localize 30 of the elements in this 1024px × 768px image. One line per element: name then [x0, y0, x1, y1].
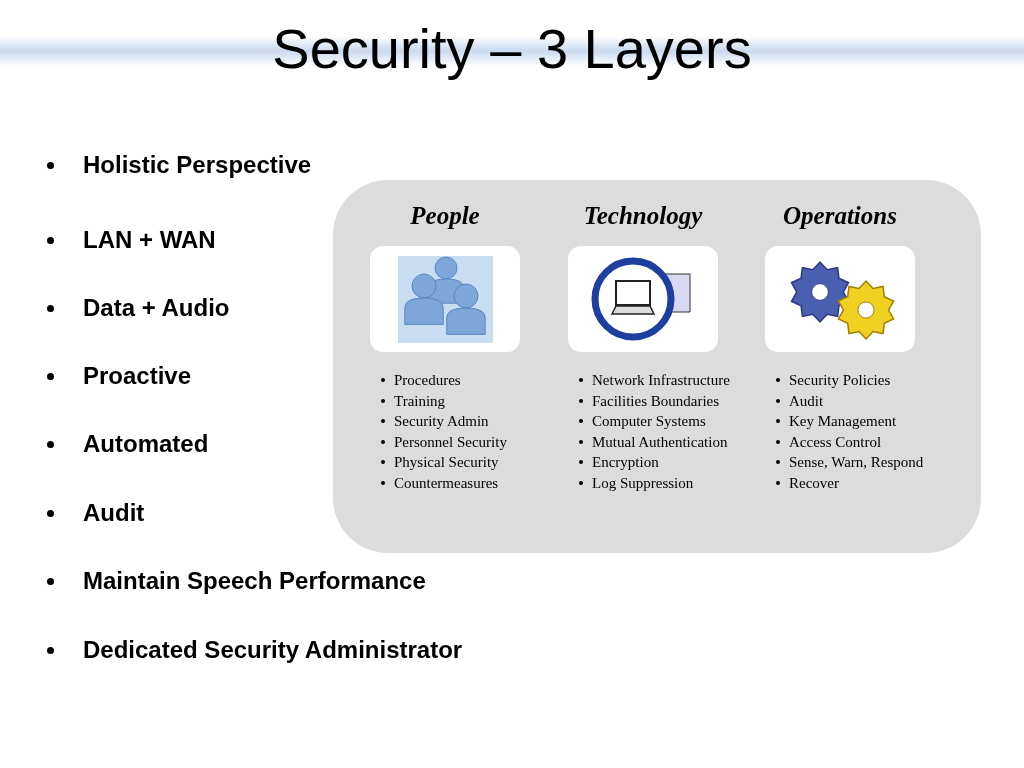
- bullet-text: Data + Audio: [83, 293, 230, 323]
- list-item: Audit: [789, 391, 824, 411]
- panel-background: [333, 180, 981, 553]
- list-item: Log Suppression: [592, 473, 694, 493]
- list-item: Countermeasures: [394, 473, 499, 493]
- list-item: Security Admin: [394, 412, 489, 431]
- list-item: Key Management: [789, 412, 897, 431]
- column-heading: Technology: [582, 202, 704, 230]
- list-item: Mutual Authentication: [592, 432, 728, 452]
- bullet-text: LAN + WAN: [83, 225, 216, 255]
- list-item: Access Control: [789, 432, 882, 452]
- list-item: Personnel Security: [394, 432, 507, 452]
- list-item: Facilities Boundaries: [592, 391, 720, 411]
- list-item: Computer Systems: [592, 412, 706, 431]
- column-heading: People: [409, 202, 481, 230]
- list-item: Security Policies: [789, 371, 891, 390]
- bullet-text: Maintain Speech Performance: [83, 566, 426, 596]
- list-item: Training: [394, 391, 446, 411]
- list-item: Sense, Warn, Respond: [789, 453, 924, 472]
- bullet-text: Automated: [83, 429, 209, 459]
- bullet-text: Audit: [83, 498, 145, 528]
- list-item: Network Infrastructure: [592, 371, 730, 390]
- list-item: Recover: [789, 473, 839, 493]
- list-item: Physical Security: [394, 453, 499, 472]
- bullet-text: Proactive: [83, 361, 192, 391]
- list-item: Procedures: [394, 371, 461, 390]
- list-item: Encryption: [592, 453, 659, 472]
- bullet-text: Dedicated Security Administrator: [83, 635, 463, 665]
- bullet-text: Holistic Perspective: [83, 150, 312, 180]
- column-heading: Operations: [782, 202, 898, 230]
